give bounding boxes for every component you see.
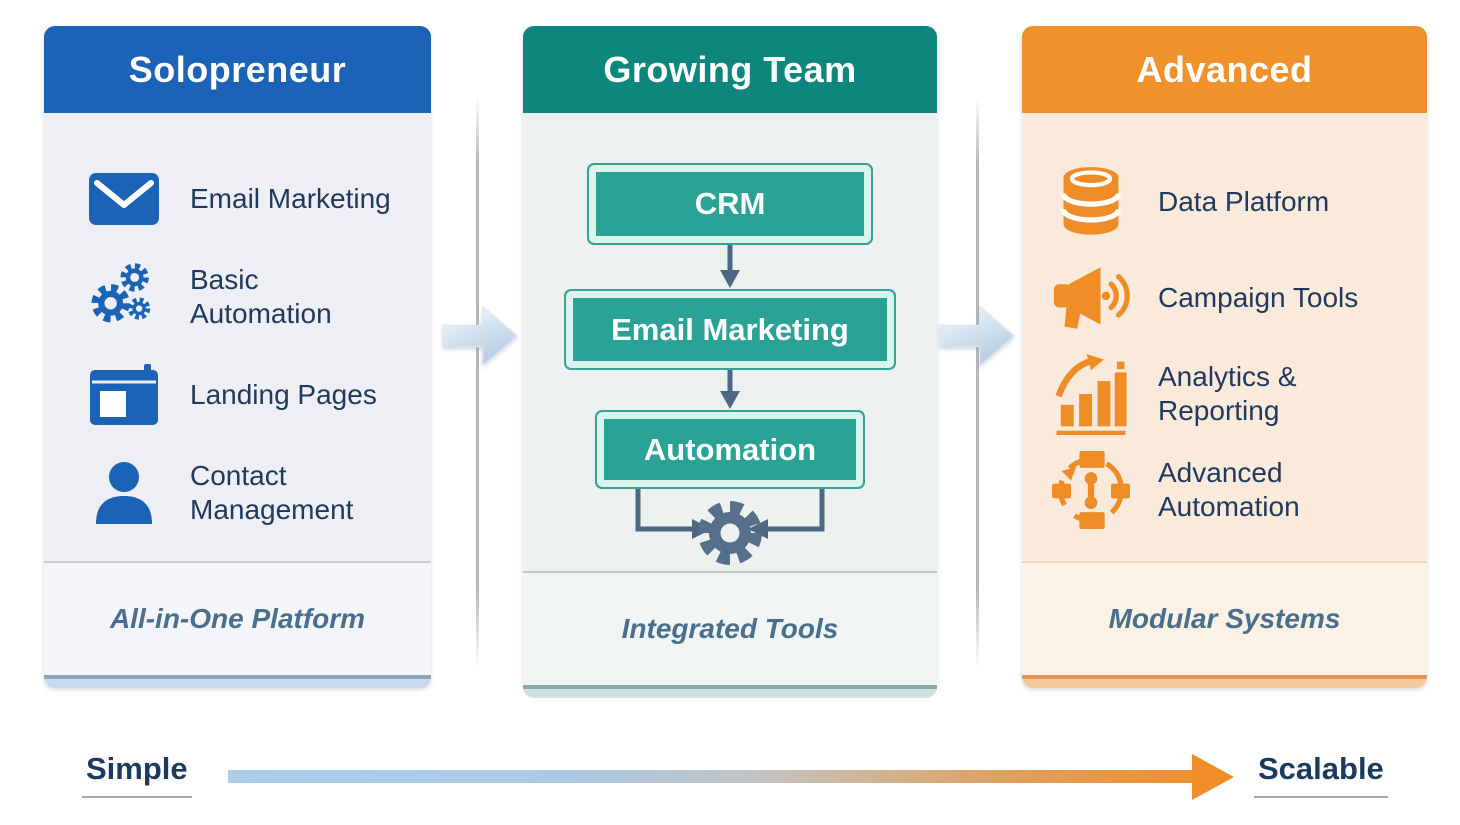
envelope-icon <box>84 159 164 239</box>
feature-landing-pages: Landing Pages <box>84 355 421 435</box>
gear-icon <box>698 501 762 565</box>
advanced-footer: Modular Systems <box>1022 561 1427 675</box>
feature-label: Email Marketing <box>190 182 391 214</box>
flow-box-crm: CRM <box>587 163 873 245</box>
column-header-solopreneur: Solopreneur <box>44 26 431 113</box>
column-advanced: Advanced Data Platform <box>1022 26 1427 688</box>
footer-tagline: Integrated Tools <box>621 613 839 644</box>
solopreneur-footer: All-in-One Platform <box>44 561 431 675</box>
workflow-icon <box>1046 447 1136 533</box>
feature-label: Campaign Tools <box>1158 281 1359 313</box>
feature-label: Contact Management <box>190 459 354 525</box>
axis-label-scalable: Scalable <box>1254 751 1388 798</box>
axis-label-simple: Simple <box>82 751 192 798</box>
right-arrow-icon <box>442 305 518 367</box>
growing-team-footer: Integrated Tools <box>523 571 937 685</box>
feature-basic-automation: Basic Automation <box>84 257 421 337</box>
gradient-axis-bar <box>228 770 1194 783</box>
feature-email-marketing: Email Marketing <box>84 159 421 239</box>
column-bottom-bar <box>523 685 937 698</box>
axis-arrowhead-icon <box>1192 754 1234 800</box>
feature-label: Landing Pages <box>190 378 377 410</box>
advanced-feature-list: Data Platform Campaign Tools <box>1022 113 1427 561</box>
column-title: Solopreneur <box>128 48 347 90</box>
column-title: Advanced <box>1136 48 1313 90</box>
flow-box-automation: Automation <box>595 410 865 489</box>
flow-box-email-marketing: Email Marketing <box>564 289 896 370</box>
feature-label: Basic Automation <box>190 263 332 329</box>
footer-tagline: Modular Systems <box>1108 603 1341 634</box>
feature-data-platform: Data Platform <box>1046 159 1417 245</box>
divider-line <box>476 96 479 668</box>
column-title: Growing Team <box>603 48 857 90</box>
feature-label: Data Platform <box>1158 185 1330 217</box>
flow-box-label: CRM <box>694 186 766 221</box>
column-header-growing-team: Growing Team <box>523 26 937 113</box>
merge-connector <box>635 489 825 565</box>
solopreneur-feature-list: Email Marketing <box>44 113 431 561</box>
column-header-advanced: Advanced <box>1022 26 1427 113</box>
flow-box-label: Email Marketing <box>611 311 849 347</box>
bar-chart-icon <box>1046 351 1136 437</box>
right-arrow-icon <box>939 305 1015 367</box>
footer-tagline: All-in-One Platform <box>109 603 366 634</box>
down-arrow-icon <box>720 245 740 288</box>
flow-box-label: Automation <box>643 431 817 467</box>
megaphone-icon <box>1046 255 1136 341</box>
gears-icon <box>84 257 164 337</box>
browser-window-icon <box>84 355 164 435</box>
feature-advanced-automation: Advanced Automation <box>1046 447 1417 533</box>
database-icon <box>1046 159 1136 245</box>
growing-team-flow: CRM Email Marketing Automation <box>523 113 937 571</box>
feature-analytics-reporting: Analytics & Reporting <box>1046 351 1417 437</box>
down-arrow-icon <box>720 370 740 409</box>
divider-line <box>976 96 979 668</box>
feature-campaign-tools: Campaign Tools <box>1046 255 1417 341</box>
column-bottom-bar <box>1022 675 1427 688</box>
feature-label: Advanced Automation <box>1158 456 1300 522</box>
column-solopreneur: Solopreneur Email Marketing <box>44 26 431 688</box>
feature-contact-management: Contact Management <box>84 453 421 533</box>
person-icon <box>84 453 164 533</box>
feature-label: Analytics & Reporting <box>1158 360 1297 426</box>
column-growing-team: Growing Team CRM Email Marketing Automat… <box>523 26 937 698</box>
column-bottom-bar <box>44 675 431 688</box>
